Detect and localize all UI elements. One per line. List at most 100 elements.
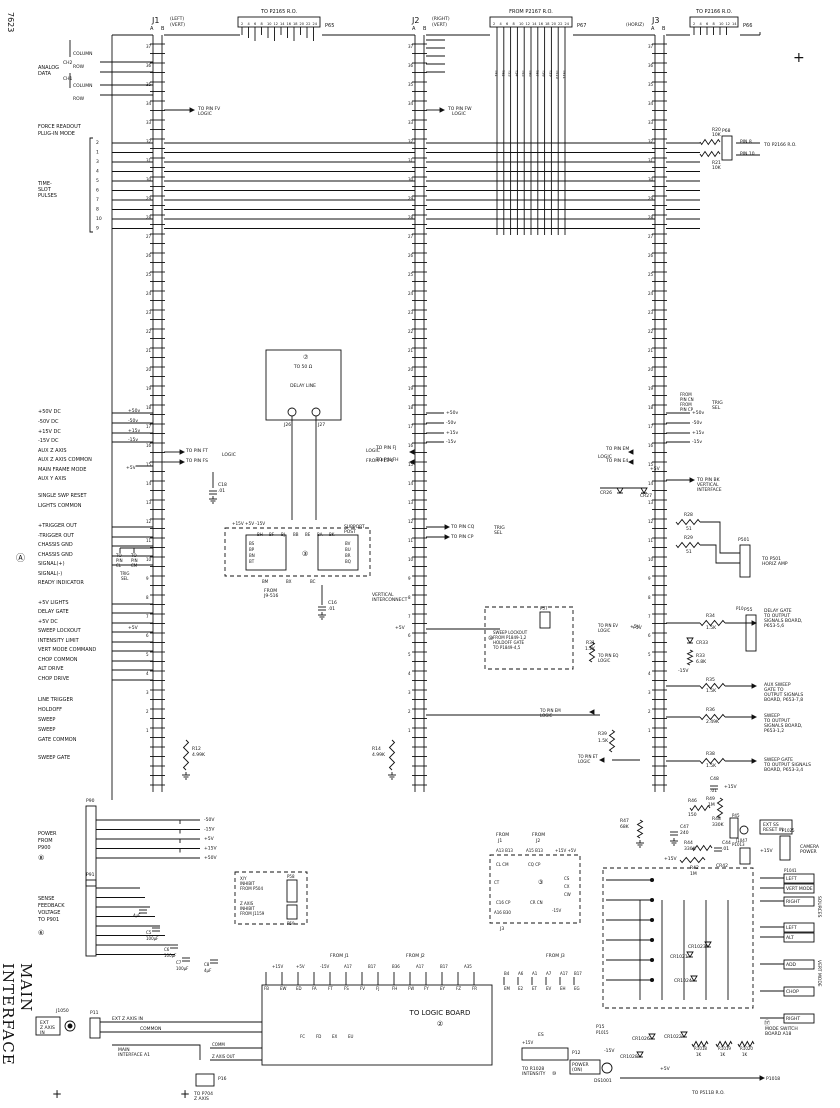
pin-number: 5 [408, 652, 411, 657]
sweep-to: P653-1,2 [764, 728, 784, 734]
ext-z-in: EXT Z AXIS IN [112, 1016, 143, 1022]
wires [69, 27, 784, 1079]
marker-3b: ③ [538, 879, 543, 886]
j3-a: A [651, 26, 655, 32]
column-row-label: ROW [73, 96, 85, 102]
pin-number: 1 [146, 728, 149, 733]
delay-pin: BB [293, 532, 299, 537]
cc-pins: A13 B13 [496, 848, 513, 853]
r36-label: R36 [706, 707, 715, 713]
c8-label: C8 [204, 962, 210, 967]
mode-switch-region [602, 867, 754, 1009]
switch-contact [649, 877, 655, 883]
mode-button-box [783, 1013, 815, 1024]
arrow [588, 709, 595, 715]
cc-pins: A15 B13 [526, 848, 543, 853]
r38-value: 1.5K [706, 763, 717, 769]
pin-number: 22 [408, 329, 414, 334]
logic-bottom-pin: FH [392, 986, 397, 991]
to-pin-em-2: LOGIC [540, 713, 553, 718]
logic-top-pin: A17 [416, 964, 424, 969]
j1-label: J1 [151, 16, 159, 25]
p1013-connector [739, 847, 751, 865]
j3-pin: A7 [546, 971, 552, 976]
pin-number: 23 [648, 310, 654, 315]
j27-jack [311, 407, 321, 417]
supply-label: -50V [204, 817, 215, 823]
slot-number: 5 [96, 178, 99, 184]
j3-pin: B4 [504, 971, 510, 976]
sweep-to: TO OUTPUT [763, 718, 790, 724]
delay-gate-to: P653-5,6 [764, 623, 784, 629]
ts-label: TS4 [514, 69, 518, 77]
mode-switch-label: BOARD A18 [765, 1031, 792, 1037]
cr1024-label: CR1024 [674, 978, 692, 984]
j27: J27 [317, 422, 325, 428]
cr26 [616, 487, 624, 494]
pin-number: 12 [408, 519, 414, 524]
pin-number: 5 [648, 652, 651, 657]
p67-ribbon-pin: 10 [519, 22, 523, 26]
pin-number: 14 [648, 481, 654, 486]
delay-pin: BK [329, 532, 335, 537]
pin-number: 7 [408, 614, 411, 619]
to-pin-ev: LOGIC [598, 628, 611, 633]
pin-number: 7 [146, 614, 149, 619]
pin-number: 11 [146, 538, 152, 543]
pin-number: 27 [648, 234, 654, 239]
c47-value: 240 [680, 830, 689, 836]
from-j1: FROM J1 [330, 953, 349, 959]
pin-number: 29 [648, 196, 654, 201]
to-r1028: TO R1028 [521, 1066, 544, 1072]
sweep-to: SIGNALS BOARD, [764, 723, 802, 729]
trig: PIN [131, 558, 138, 563]
to-pin-et: LOGIC [578, 759, 591, 764]
cr1023 [704, 941, 712, 948]
pin-number: 8 [146, 595, 149, 600]
pin-number: 2 [408, 709, 411, 714]
r39 [608, 729, 616, 753]
cr42-label: CR42 [716, 863, 728, 869]
pin-number: 16 [146, 443, 152, 448]
p57: P57 [540, 606, 548, 611]
pin-number: 2 [648, 709, 651, 714]
logic-bottom-pin: ED [296, 986, 302, 991]
from-pin-cn: PIN CP [680, 407, 694, 412]
c5-label: C5 [146, 930, 152, 935]
j1050-center [67, 1023, 73, 1029]
mode-button-label: RIGHT [786, 1016, 800, 1022]
j3-bottom-pin: EH [560, 986, 566, 991]
trig: CM [131, 563, 138, 568]
p67-ribbon-pin: 18 [545, 22, 549, 26]
cc-pins: CQ CP [528, 862, 541, 867]
slot-number: 6 [96, 188, 99, 194]
ts-label: TS7 [535, 69, 539, 77]
mode-button-box [783, 986, 815, 997]
z-axis-inhibit: FROM J1159 [240, 911, 265, 916]
switch-contact [649, 937, 655, 943]
pin-number: 2 [146, 709, 149, 714]
p65-ribbon-pin: 18 [293, 22, 297, 26]
p66-ribbon-pin: 14 [732, 22, 737, 26]
p91-label: P91 [86, 872, 95, 878]
r47-value: 68K [620, 824, 630, 830]
cr33-label: CR33 [696, 640, 708, 646]
ch1-label: CH1 [63, 76, 73, 82]
signal-label: +5V LIGHTS [38, 600, 69, 606]
xy-inhibit: X/Y [240, 876, 247, 881]
logic-small-pin: FC [300, 1034, 305, 1039]
pin-number: 22 [146, 329, 152, 334]
logic-bottom-pin: FW [408, 986, 414, 991]
signal-label: +15V DC [38, 429, 61, 435]
p1018-label: P1018 [766, 1076, 780, 1082]
delay-gate-to: TO OUTPUT [763, 613, 790, 619]
sweep-lockout-text: TO P1849-4,5 [492, 645, 521, 650]
aux-sweep: AUX SWEEP [764, 682, 791, 688]
to-pin-bk: TO PIN BK [696, 477, 721, 483]
pin-number: 18 [648, 405, 654, 410]
r47 [636, 819, 644, 839]
logic-small-pin: FD [316, 1034, 321, 1039]
j3-pin: A6 [518, 971, 524, 976]
supply-label: +15V [204, 846, 217, 852]
pin-number: 19 [146, 386, 152, 391]
